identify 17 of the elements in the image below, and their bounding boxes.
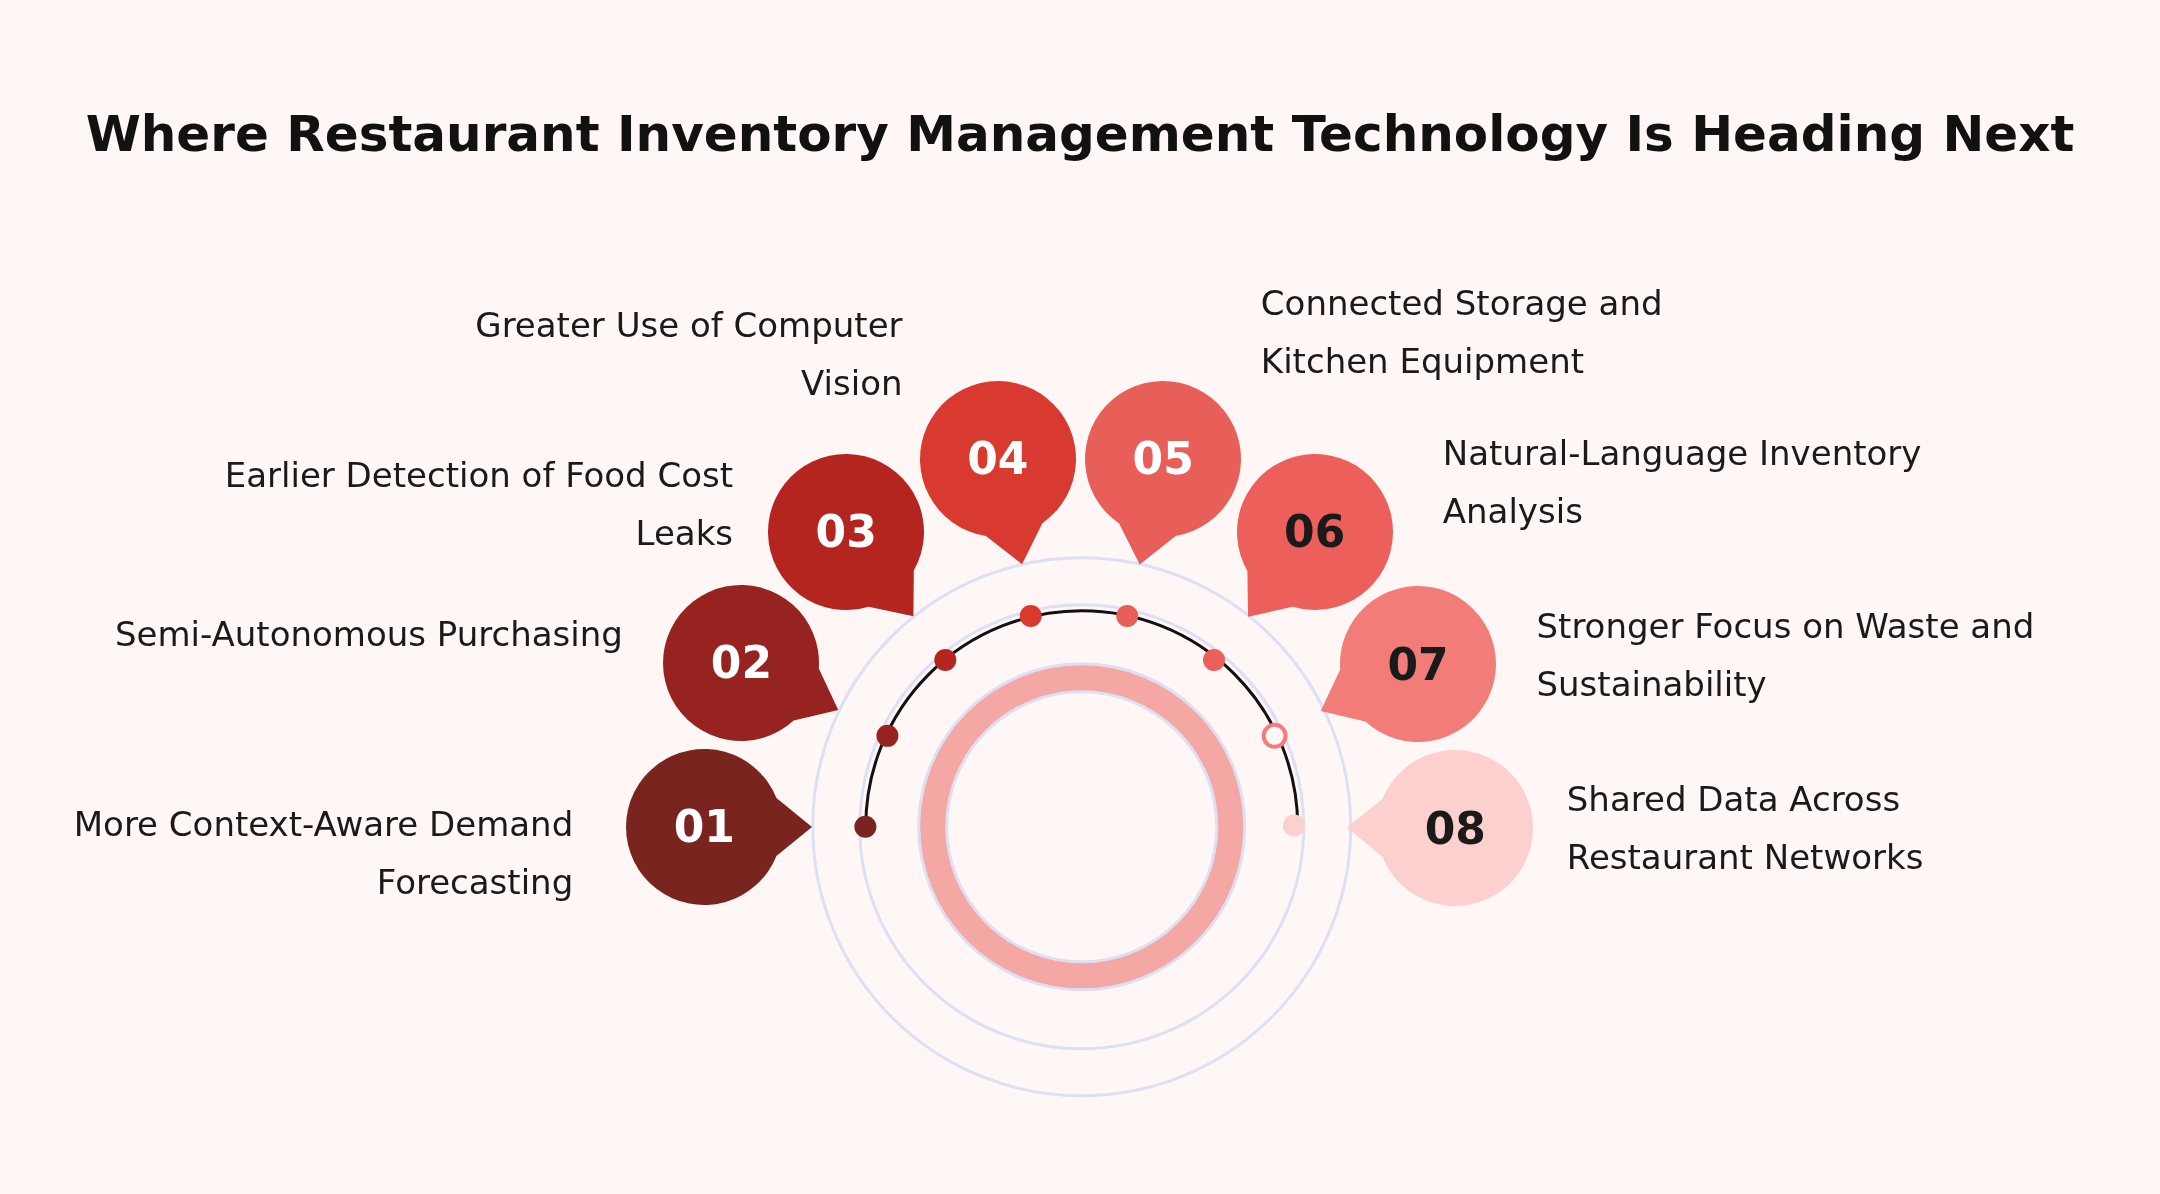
step-label: Connected Storage and Kitchen Equipment [1260,282,1664,384]
step-number: 07 [1387,638,1449,690]
step-number: 08 [1424,802,1486,854]
title: Where Restaurant Inventory Management Technology Is Heading Next [84,105,2076,163]
step-number: 02 [710,637,773,689]
step-number: 03 [815,506,877,558]
step-number: 01 [673,801,735,853]
step-number: 06 [1284,506,1346,558]
step-label: Shared Data Across Restaurant Networks [1566,778,1925,880]
step-number: 04 [967,433,1029,485]
step-label: Greater Use of Computer Vision [474,304,903,406]
step-label: Natural-Language Inventory Analysis [1442,432,1923,534]
step-label: Semi-Autonomous Purchasing [113,612,623,656]
step-label: Earlier Detection of Food Cost Leaks [223,454,734,556]
step-number: 05 [1132,433,1194,485]
step-label: Stronger Focus on Waste and Sustainability [1536,604,2036,706]
step-label: More Context-Aware Demand Forecasting [72,803,574,905]
